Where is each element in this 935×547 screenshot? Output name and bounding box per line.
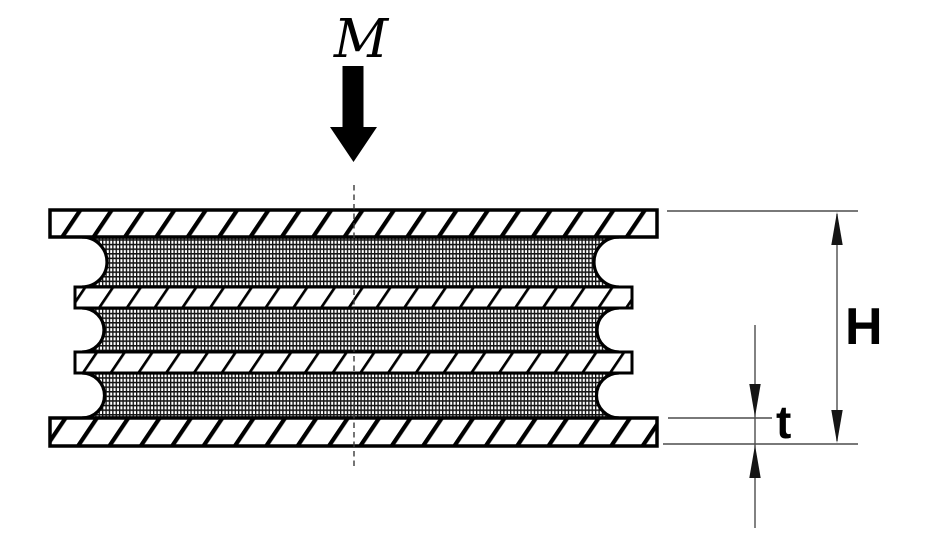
- h-dim-arrow-down-icon: [831, 410, 843, 443]
- h-dim-arrow-up-icon: [831, 212, 843, 245]
- t-dim-arrow-down-icon: [749, 384, 761, 417]
- rubber-layer-2: [81, 306, 620, 354]
- load-label: M: [333, 9, 390, 70]
- t-dim-arrow-up-icon: [749, 445, 761, 478]
- rubber-layer-3: [81, 371, 620, 420]
- load-arrow-shaft: [342, 66, 364, 129]
- steel-shim-1: [73, 285, 634, 310]
- total-height-label: H: [845, 298, 883, 356]
- rubber-layer-1: [81, 235, 620, 289]
- layer-thickness-label: t: [776, 396, 791, 448]
- load-arrow-head-icon: [330, 127, 377, 162]
